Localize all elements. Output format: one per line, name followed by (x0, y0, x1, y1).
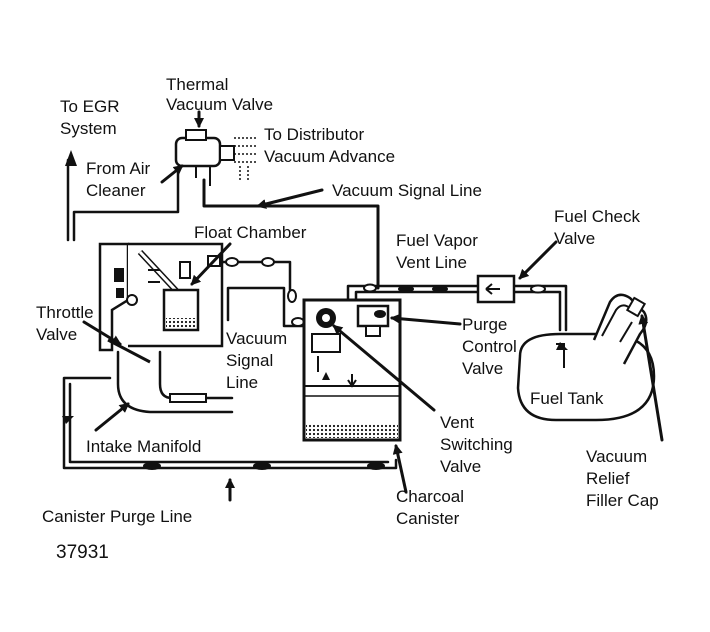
vacuum-signal-arrow (256, 188, 324, 209)
label-charcoal-canister: Charcoal Canister (396, 487, 469, 528)
fuel-tank (516, 293, 656, 422)
charcoal-canister-arrow (392, 444, 408, 494)
label-purge-control-valve: Purge Control Valve (462, 315, 522, 378)
label-thermal-vacuum-valve: Thermal Vacuum Valve (166, 75, 273, 114)
label-vacuum-signal-line-mid: Vacuum Signal Line (226, 329, 292, 392)
label-fuel-check-valve: Fuel Check Valve (554, 207, 645, 248)
egr-arrow (65, 150, 77, 166)
label-intake-manifold: Intake Manifold (86, 437, 201, 456)
fuel-check-arrow (518, 240, 558, 280)
figure-number: 37931 (56, 542, 109, 563)
float-chamber-arrow (190, 242, 232, 286)
carburetor (98, 242, 224, 352)
egr-line (66, 158, 180, 242)
label-to-egr-system: To EGR System (60, 97, 124, 138)
label-from-air-cleaner: From Air Cleaner (86, 159, 155, 200)
label-vent-switching-valve: Vent Switching Valve (440, 413, 518, 476)
filler-cap-arrow (638, 314, 664, 442)
vent-switching-valve (311, 308, 357, 388)
purge-control-valve (356, 304, 390, 337)
vacuum-signal-line-mid (220, 260, 318, 328)
vent-switching-arrow (332, 324, 436, 412)
label-fuel-tank: Fuel Tank (530, 389, 604, 408)
label-vacuum-signal-line: Vacuum Signal Line (332, 181, 482, 200)
vacuum-signal-line-inner (203, 179, 379, 289)
label-vacuum-relief-filler-cap: Vacuum Relief Filler Cap (586, 447, 659, 510)
fuel-check-valve (476, 274, 516, 304)
label-fuel-vapor-vent-line: Fuel Vapor Vent Line (396, 231, 483, 272)
purge-control-arrow (390, 313, 462, 326)
air-cleaner-arrow (160, 164, 184, 184)
thermal-vacuum-valve (174, 129, 256, 186)
canister-purge-line (62, 376, 398, 470)
label-canister-purge-line: Canister Purge Line (42, 507, 192, 526)
intake-manifold-arrow (94, 402, 130, 432)
label-throttle-valve: Throttle Valve (36, 303, 98, 344)
throttle-arrow (82, 320, 122, 346)
label-float-chamber: Float Chamber (194, 223, 307, 242)
label-to-distributor: To Distributor Vacuum Advance (264, 125, 395, 166)
fuel-vapor-vent-line (346, 284, 568, 332)
